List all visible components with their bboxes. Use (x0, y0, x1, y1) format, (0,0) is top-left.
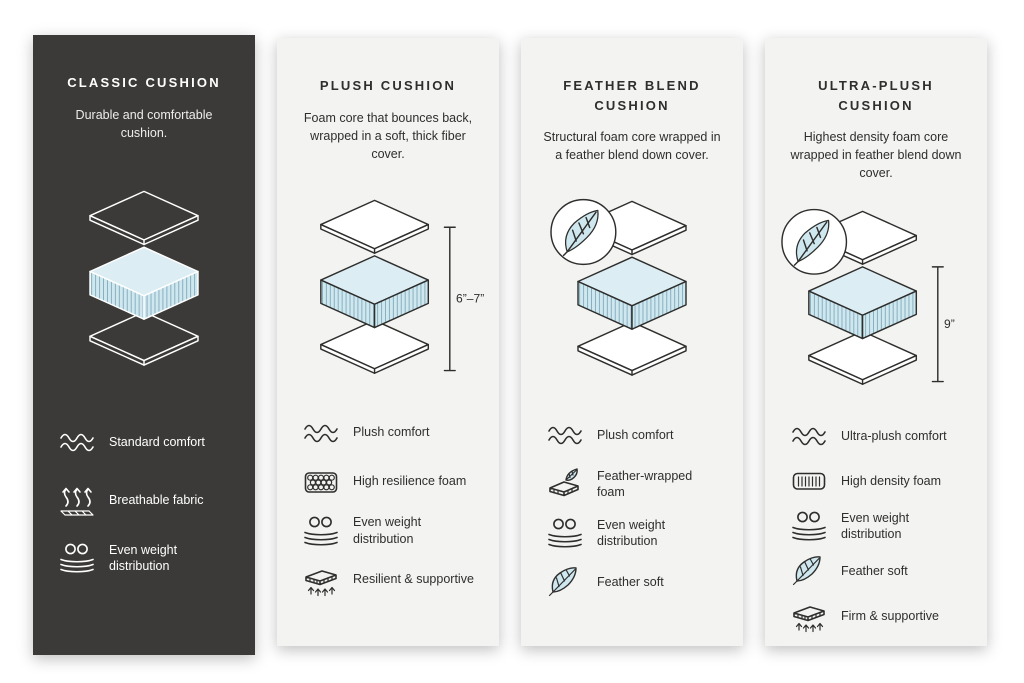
cushion-layers-illustration (89, 190, 199, 366)
feature-row: Ultra-plush comfort (789, 419, 987, 453)
card-ultra-plush-cushion: ULTRA-PLUSH CUSHION Highest density foam… (765, 38, 987, 646)
cushion-layers (89, 190, 199, 366)
feature-row: Plush comfort (301, 416, 499, 450)
feature-row: Even weight distribution (301, 514, 499, 548)
feature-row: Feather soft (789, 554, 987, 588)
feature-row: Plush comfort (545, 418, 743, 452)
dimension-label: 9” (944, 317, 955, 331)
density-foam-icon (789, 464, 829, 498)
feature-list: Plush comfort High resilience foam Even … (301, 416, 499, 597)
feather-badge (781, 209, 848, 276)
card-description: Highest density foam core wrapped in fea… (790, 130, 962, 181)
weight-distribution-icon (789, 509, 829, 543)
feature-label: High resilience foam (353, 474, 467, 489)
feature-row: High density foam (789, 464, 987, 498)
feather-icon (789, 554, 829, 588)
wave-icon (57, 425, 97, 459)
feature-label: Feather soft (841, 563, 908, 578)
feature-row: Firm & supportive (789, 599, 987, 633)
feature-label: High density foam (841, 473, 942, 488)
feature-label: Plush comfort (597, 427, 674, 442)
dimension-bracket: 9” (931, 266, 955, 383)
feather-badge (550, 199, 617, 266)
feature-label: Resilient & supportive (353, 572, 474, 587)
card-description: Durable and comfortable cushion. (75, 107, 213, 140)
cushion-cards-row: CLASSIC CUSHION Durable and comfortable … (33, 35, 987, 655)
wave-icon (301, 416, 341, 450)
feature-label: Even weight distribution (109, 543, 178, 574)
feature-list: Plush comfort Feather-wrapped foam Even … (545, 418, 743, 599)
wave-icon (545, 418, 585, 452)
weight-distribution-icon (57, 541, 97, 575)
feature-label: Standard comfort (109, 435, 205, 450)
feature-label: Breathable fabric (109, 493, 204, 508)
feature-label: Ultra-plush comfort (841, 428, 947, 443)
card-title: FEATHER BLEND CUSHION (563, 78, 701, 113)
breathable-icon (57, 483, 97, 517)
card-title: PLUSH CUSHION (319, 78, 457, 93)
feature-label: Even weight distribution (353, 515, 422, 546)
feature-label: Firm & supportive (841, 608, 939, 623)
weight-distribution-icon (301, 514, 341, 548)
cushion-layers (577, 200, 687, 377)
feature-row: Feather-wrapped foam (545, 467, 743, 501)
feature-row: Even weight distribution (57, 541, 255, 575)
dimension-bracket: 6”–7” (443, 226, 484, 372)
feature-list: Standard comfort Breathable fabric Even … (57, 425, 255, 575)
card-feather-blend-cushion: FEATHER BLEND CUSHION Structural foam co… (521, 38, 743, 646)
card-plush-cushion: PLUSH CUSHION Foam core that bounces bac… (277, 38, 499, 646)
honeycomb-foam-icon (301, 465, 341, 499)
feature-label: Even weight distribution (841, 510, 910, 542)
card-classic-cushion: CLASSIC CUSHION Durable and comfortable … (33, 35, 255, 655)
support-arrows-icon (789, 599, 829, 633)
cushion-layers-illustration: 9” (781, 209, 955, 386)
weight-distribution-icon (545, 516, 585, 550)
dimension-label: 6”–7” (456, 291, 484, 305)
feature-label: Feather soft (597, 574, 664, 589)
feature-row: Even weight distribution (789, 509, 987, 543)
feature-label: Feather-wrapped foam (597, 468, 693, 499)
feature-label: Plush comfort (353, 425, 430, 440)
feather-icon (545, 565, 585, 599)
cushion-layers (320, 199, 430, 374)
card-title: ULTRA-PLUSH CUSHION (818, 78, 934, 113)
feature-row: Breathable fabric (57, 483, 255, 517)
cushion-layers-illustration (550, 199, 687, 377)
cushion-layers-illustration: 6”–7” (320, 199, 484, 374)
feature-row: Resilient & supportive (301, 563, 499, 597)
card-title: CLASSIC CUSHION (67, 75, 221, 90)
feature-row: Standard comfort (57, 425, 255, 459)
feather-foam-icon (545, 467, 585, 501)
card-description: Structural foam core wrapped in a feathe… (543, 130, 721, 163)
feature-label: Even weight distribution (597, 517, 666, 548)
feature-row: Feather soft (545, 565, 743, 599)
card-description: Foam core that bounces back, wrapped in … (303, 110, 473, 161)
wave-icon (789, 419, 829, 453)
feature-list: Ultra-plush comfort High density foam Ev… (789, 419, 987, 633)
support-arrows-icon (301, 563, 341, 597)
feature-row: High resilience foam (301, 465, 499, 499)
feature-row: Even weight distribution (545, 516, 743, 550)
